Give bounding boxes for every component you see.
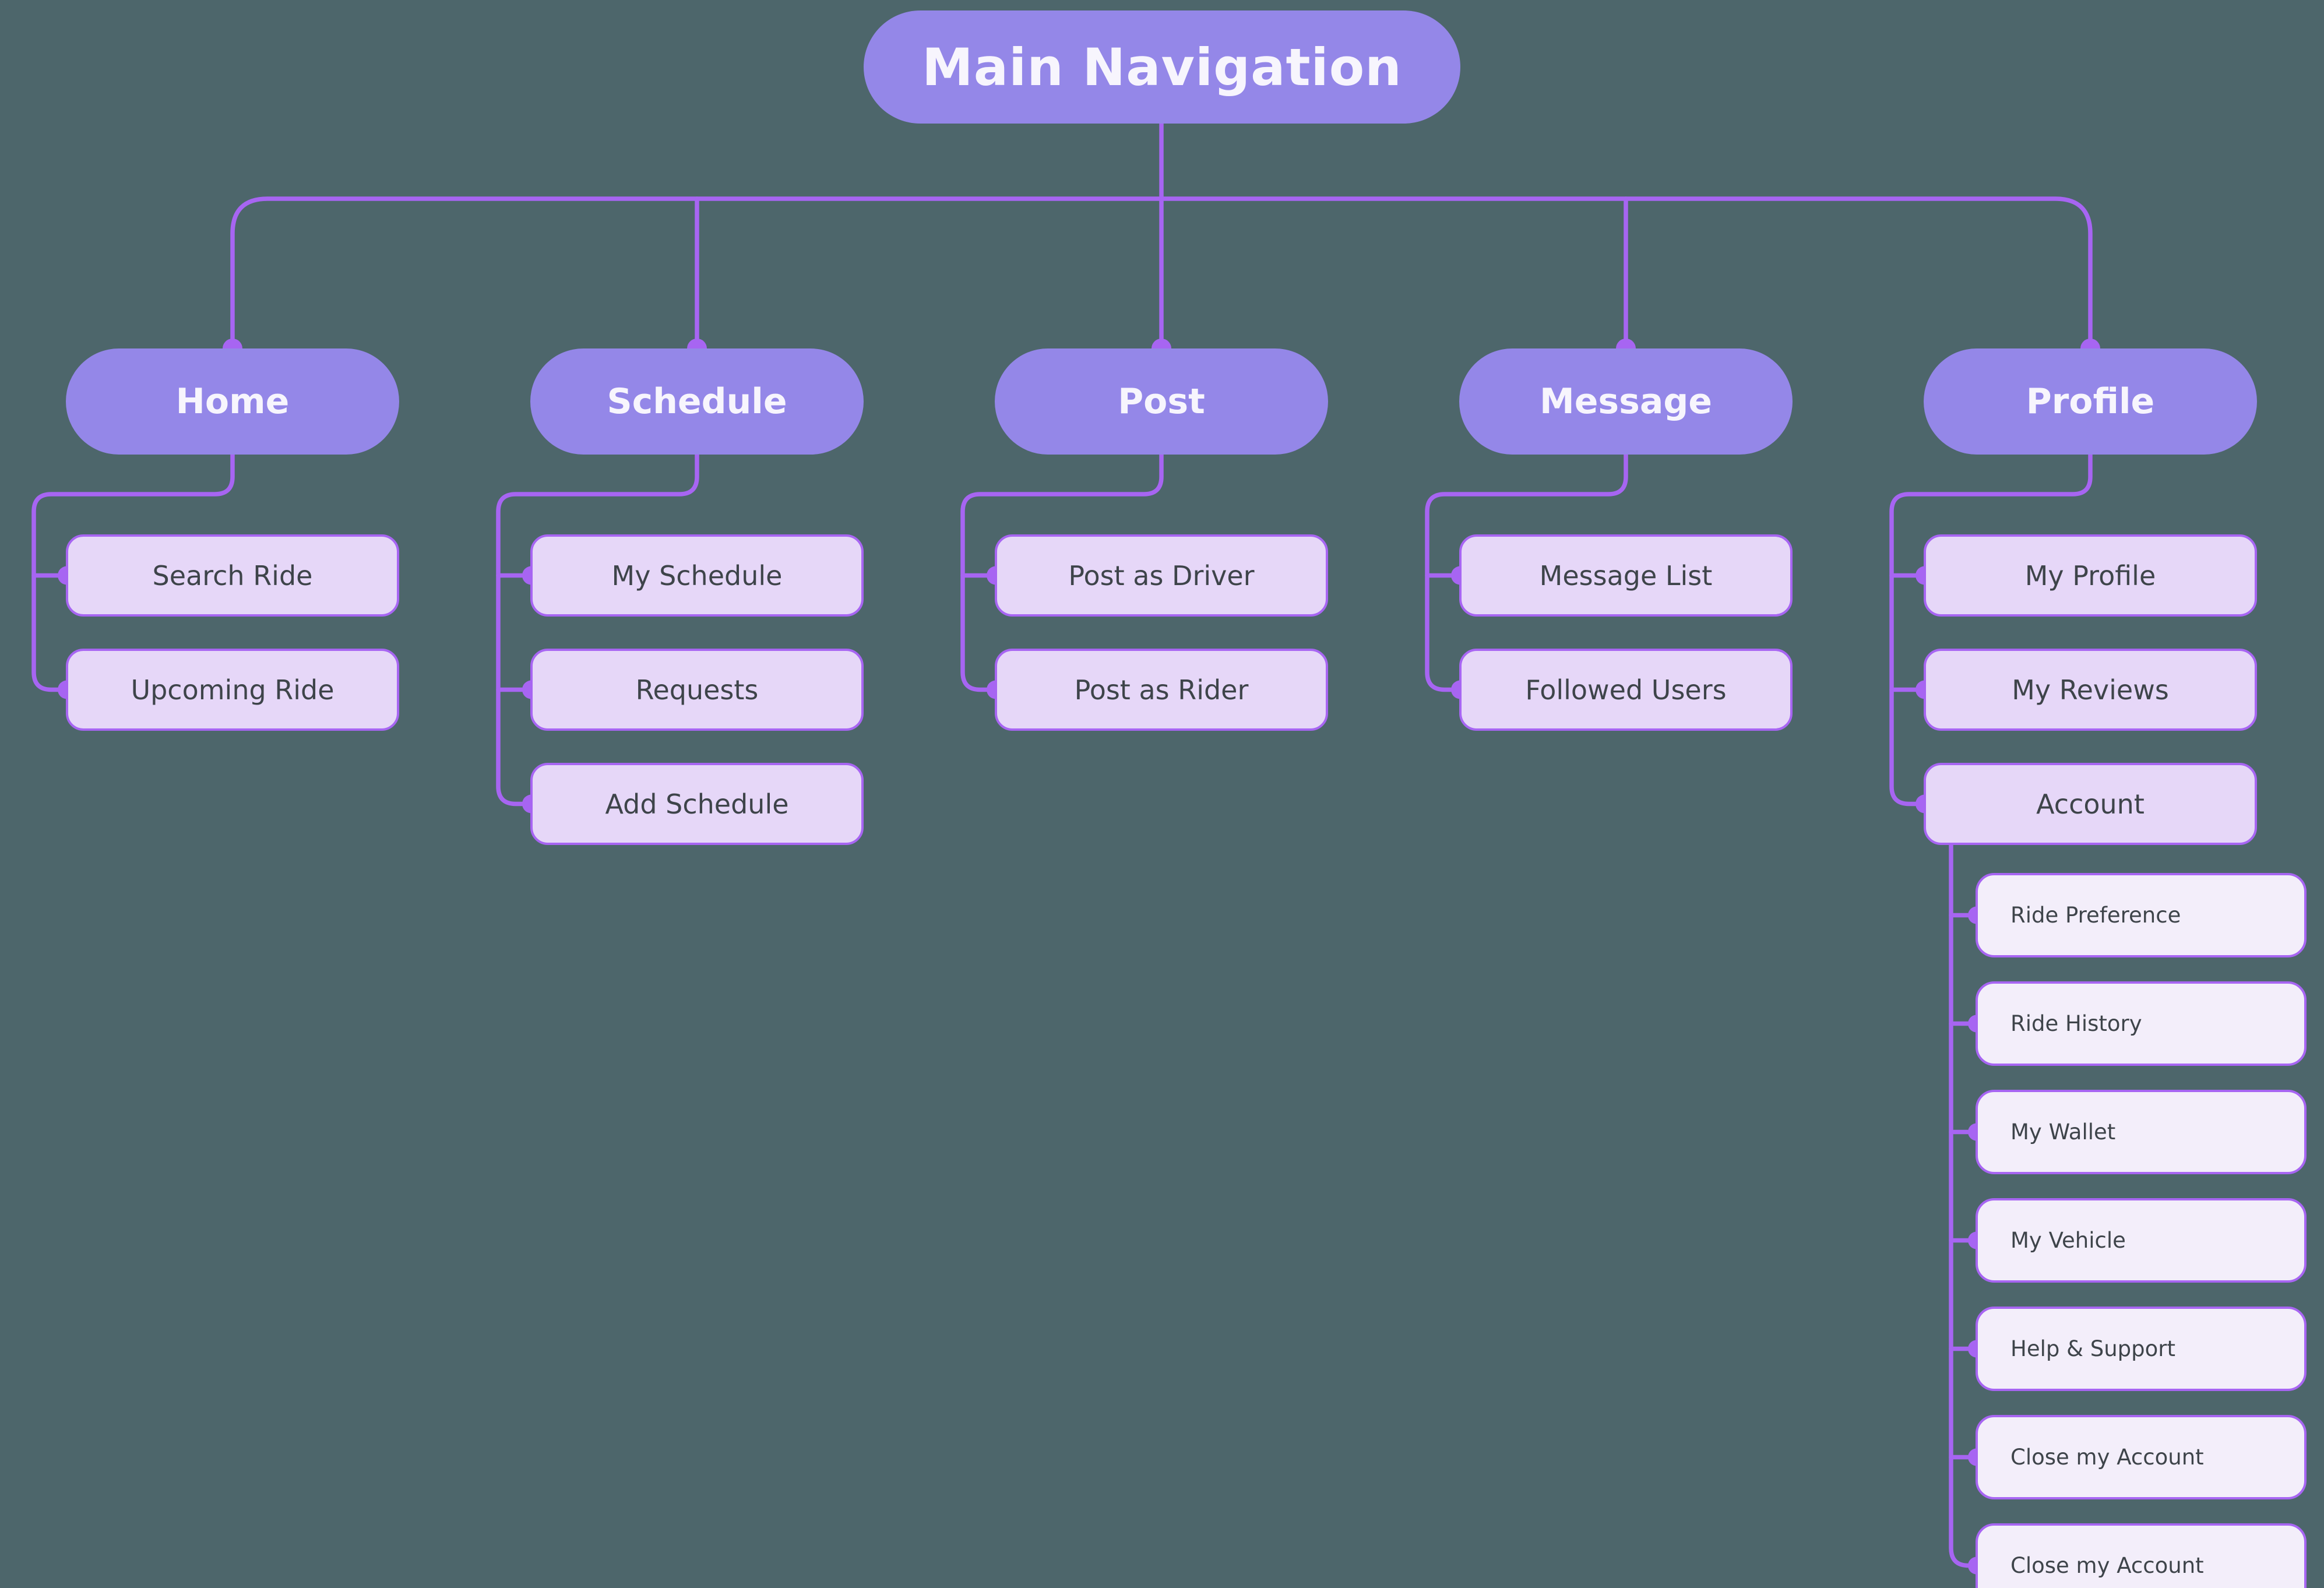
node-close-my-account-2: Close my Account: [1976, 1523, 2307, 1588]
node-main-navigation: Main Navigation: [864, 10, 1460, 124]
node-upcoming-ride: Upcoming Ride: [66, 649, 399, 731]
node-post-as-rider: Post as Rider: [995, 649, 1328, 731]
node-add-schedule: Add Schedule: [530, 763, 864, 845]
node-ride-preference: Ride Preference: [1976, 873, 2307, 957]
node-message: Message: [1459, 348, 1793, 455]
node-help-and-support: Help & Support: [1976, 1307, 2307, 1391]
node-my-schedule: My Schedule: [530, 534, 864, 617]
node-message-list: Message List: [1459, 534, 1793, 617]
node-home: Home: [66, 348, 399, 455]
node-my-profile: My Profile: [1924, 534, 2257, 617]
node-profile: Profile: [1924, 348, 2257, 455]
node-post-as-driver: Post as Driver: [995, 534, 1328, 617]
node-requests: Requests: [530, 649, 864, 731]
node-my-reviews: My Reviews: [1924, 649, 2257, 731]
node-ride-history: Ride History: [1976, 981, 2307, 1066]
node-post: Post: [995, 348, 1328, 455]
node-account: Account: [1924, 763, 2257, 845]
node-search-ride: Search Ride: [66, 534, 399, 617]
node-schedule: Schedule: [530, 348, 864, 455]
node-close-my-account: Close my Account: [1976, 1415, 2307, 1499]
node-followed-users: Followed Users: [1459, 649, 1793, 731]
node-my-wallet: My Wallet: [1976, 1090, 2307, 1174]
node-my-vehicle: My Vehicle: [1976, 1198, 2307, 1283]
